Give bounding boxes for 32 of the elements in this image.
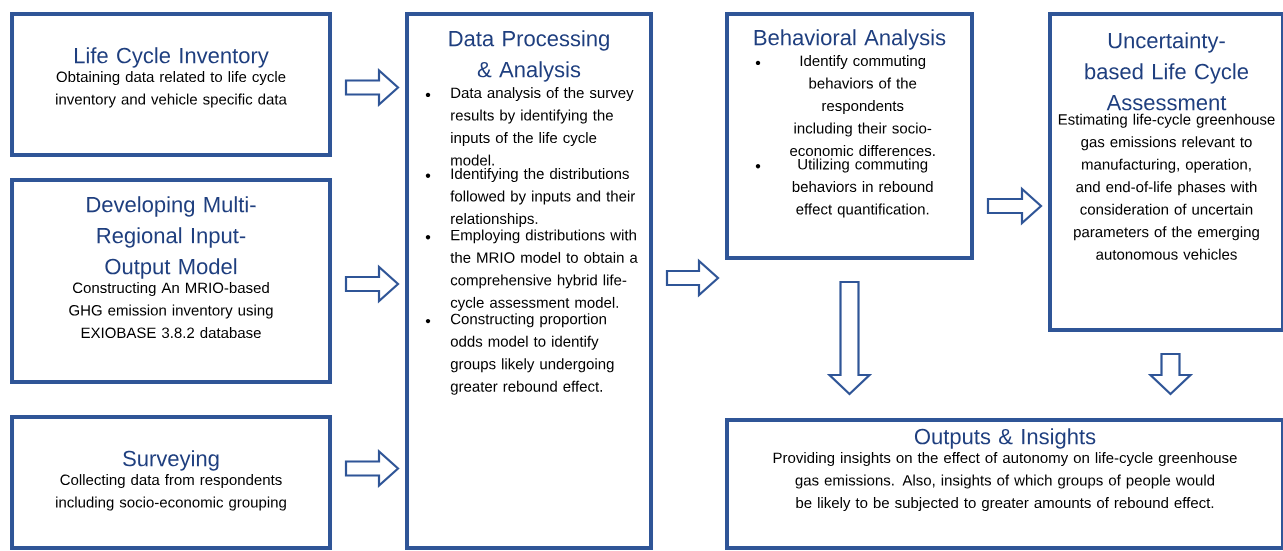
box-title: Surveying: [123, 450, 219, 471]
bullet-item: Employing distributions with the MRIO model to obtain a comprehensive hybrid life-cycle assessment model.: [425, 229, 638, 311]
process-box: [1048, 12, 1283, 332]
process-box: [10, 415, 332, 550]
box-title: Uncertainty-based Life Cycle Assessment: [1085, 32, 1249, 111]
bullet-item: Identifying the distributions followed by inputs and their relationships.: [425, 168, 635, 227]
process-box: [10, 12, 332, 157]
box-title: Life Cycle Inventory: [75, 47, 269, 68]
block-arrow: [1147, 352, 1194, 396]
block-arrow: [344, 264, 400, 304]
bullet-item: Data analysis of the survey results by identifying the inputs of the life cycle model.: [425, 87, 634, 166]
block-arrow: [344, 449, 400, 488]
box-title: Behavioral Analysis: [754, 29, 946, 50]
box-text: Providing insights on the effect of autonomy on life-cycle greenhouse gas emissions. Also, insights of which groups of people would be likely to be subjected to greater amounts of rebound effect.: [773, 452, 1237, 512]
box-title: Data Processing & Analysis: [449, 30, 609, 82]
box-title: Outputs & Insights: [914, 428, 1096, 449]
bullet-item: Identify commuting behaviors of the respondents including their socio-economic differences.: [755, 55, 935, 157]
process-box: [725, 418, 1283, 550]
bullet-item: Utilizing commuting behaviors in rebound effect quantification.: [755, 158, 933, 218]
bullet-item: Constructing proportion odds model to identify groups likely undergoing greater rebound effect.: [425, 313, 614, 395]
block-arrow: [665, 258, 720, 298]
process-box: [725, 12, 974, 260]
block-arrow: [344, 68, 400, 107]
box-text: Constructing An MRIO-based GHG emission inventory using EXIOBASE 3.8.2 database: [69, 282, 273, 339]
process-box: [10, 178, 332, 384]
box-text: Collecting data from respondents including socio-economic grouping: [56, 474, 286, 511]
box-title: Developing Multi-Regional Input-Output Model: [87, 196, 256, 279]
block-arrow: [826, 280, 873, 396]
process-box: [405, 12, 653, 550]
box-text: Obtaining data related to life cycle inventory and vehicle specific data: [56, 71, 287, 108]
box-text: Estimating life-cycle greenhouse gas emissions relevant to manufacturing, operation, and end-of-life phases with consideration of uncertain parameters of the emerging autonomous vehicles: [1058, 113, 1275, 260]
block-arrow: [986, 186, 1043, 226]
